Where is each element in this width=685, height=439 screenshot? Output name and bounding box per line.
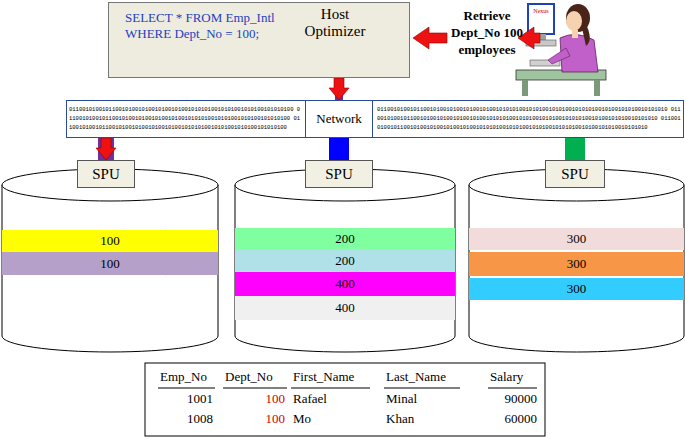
data-band: 300 bbox=[469, 278, 684, 300]
table-cell: 1008 bbox=[187, 411, 213, 427]
binary-stream: 0110010100101100101001010010100101001010… bbox=[69, 105, 303, 132]
table-cell: 90000 bbox=[505, 391, 538, 407]
data-band: 400 bbox=[235, 296, 455, 320]
spu-label: SPU bbox=[78, 161, 134, 187]
data-band: 200 bbox=[235, 228, 455, 250]
sql-query: SELECT * FROM Emp_Intl WHERE Dept_No = 1… bbox=[125, 10, 285, 42]
network-label: Network bbox=[306, 101, 372, 137]
spu-label: SPU bbox=[546, 161, 604, 187]
spu-label: SPU bbox=[306, 161, 372, 187]
table-cell: 60000 bbox=[505, 411, 538, 427]
dept-value: 300 bbox=[469, 278, 684, 300]
data-band: 100 bbox=[2, 230, 218, 252]
request-note: Retrieve Dept_No 100 employees bbox=[446, 7, 528, 58]
data-band: 300 bbox=[469, 252, 684, 276]
table-header: First_Name bbox=[293, 369, 354, 385]
connector bbox=[565, 138, 585, 160]
spu-box: SPU bbox=[77, 160, 135, 188]
dept-value: 100 bbox=[2, 252, 218, 275]
data-band: 200 bbox=[235, 250, 455, 272]
dept-value: 100 bbox=[2, 230, 218, 252]
binary-stream: 0110010100101100101001010010100101001010… bbox=[377, 105, 681, 132]
connector bbox=[329, 78, 349, 100]
spu-box: SPU bbox=[305, 160, 373, 188]
dept-value: 400 bbox=[235, 272, 455, 296]
user-figure bbox=[516, 4, 606, 96]
request-arrow bbox=[413, 27, 447, 49]
table-cell: Khan bbox=[386, 411, 414, 427]
table-cell: 1001 bbox=[187, 391, 213, 407]
spu-box: SPU bbox=[545, 160, 605, 188]
table-cell: Mo bbox=[293, 411, 311, 427]
data-band: 100 bbox=[2, 252, 218, 275]
data-band: 300 bbox=[469, 228, 684, 250]
table-cell: Rafael bbox=[293, 391, 327, 407]
screen-text: Nexus bbox=[529, 8, 553, 15]
network-box: Network bbox=[305, 100, 373, 138]
data-band: 400 bbox=[235, 272, 455, 296]
dept-value: 300 bbox=[469, 228, 684, 250]
table-header: Salary bbox=[490, 369, 523, 385]
dept-value: 300 bbox=[469, 252, 684, 276]
dept-value: 200 bbox=[235, 250, 455, 272]
connector bbox=[329, 138, 349, 160]
table-cell: 100 bbox=[266, 411, 286, 427]
network-strip: 0110010100101100101001010010100101001010… bbox=[66, 100, 684, 138]
table-header: Dept_No bbox=[225, 369, 273, 385]
host-box: SELECT * FROM Emp_Intl WHERE Dept_No = 1… bbox=[108, 2, 410, 78]
host-title: Host Optimizer bbox=[293, 6, 377, 40]
dept-value: 400 bbox=[235, 296, 455, 320]
connector bbox=[96, 138, 116, 160]
result-table bbox=[145, 363, 545, 436]
table-cell: 100 bbox=[266, 391, 286, 407]
dept-value: 200 bbox=[235, 228, 455, 250]
table-header: Emp_No bbox=[160, 369, 207, 385]
header-underline bbox=[158, 388, 537, 389]
table-header: Last_Name bbox=[386, 369, 446, 385]
disk-cylinder bbox=[2, 169, 684, 352]
table-cell: Minal bbox=[386, 391, 417, 407]
